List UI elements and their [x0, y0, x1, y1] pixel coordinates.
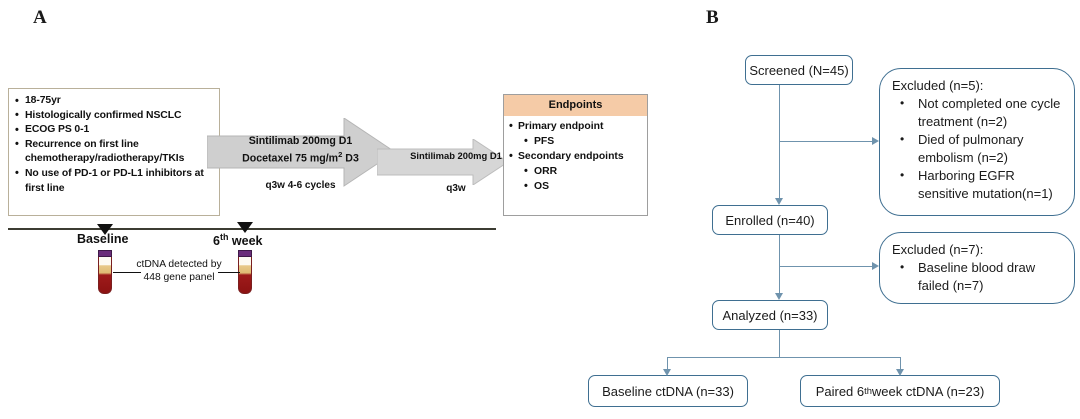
timeline-marker-week6-icon	[237, 222, 253, 233]
tube-cap	[238, 250, 252, 257]
treatment-arrow-2-sublabel: q3w	[446, 183, 466, 194]
endpoint-item: Primary endpoint	[504, 119, 647, 134]
flow-node-baseline-ctdna: Baseline ctDNA (n=33)	[588, 375, 748, 407]
week6-post: week	[228, 234, 263, 249]
ctdna-note: ctDNA detected by 448 gene panel	[128, 258, 230, 284]
arrowhead-paired-ctdna	[896, 369, 904, 376]
connector-enrolled-analyzed	[779, 235, 781, 293]
paired-pre: Paired 6	[815, 383, 865, 399]
flow-node-excluded-1: Excluded (n=5): Not completed one cycle …	[879, 68, 1075, 216]
arrowhead-excluded-1	[872, 137, 879, 145]
criteria-item: 18-75yr	[13, 94, 215, 109]
tube-cap	[98, 250, 112, 257]
connector-excluded-2	[779, 266, 872, 268]
ctdna-note-line1: ctDNA detected by	[136, 259, 222, 270]
treatment-arrow-1-label: Sintilimab 200mg D1 Docetaxel 75 mg/m2 D…	[213, 135, 388, 166]
ctdna-note-line2: 448 gene panel	[143, 272, 215, 283]
endpoint-item: Secondary endpoints	[504, 149, 647, 164]
flow-node-screened: Screened (N=45)	[745, 55, 853, 85]
connector-split-left	[667, 357, 669, 369]
week6-pre: 6	[213, 234, 220, 249]
paired-post: week ctDNA (n=23)	[871, 383, 985, 399]
excluded-1-list: Not completed one cycle treatment (n=2) …	[892, 94, 1064, 203]
flow-node-excluded-2: Excluded (n=7): Baseline blood draw fail…	[879, 232, 1075, 304]
excluded-item: Harboring EGFR sensitive mutation(n=1)	[892, 166, 1064, 203]
tube-leader-left	[113, 272, 141, 273]
criteria-item: No use of PD-1 or PD-L1 inhibitors at fi…	[13, 166, 215, 196]
treatment-arrow-2-label: Sintilimab 200mg D1	[410, 150, 502, 161]
flow-node-enrolled: Enrolled (n=40)	[712, 205, 828, 235]
arrowhead-excluded-2	[872, 262, 879, 270]
arrow1-line1: Sintilimab 200mg D1	[248, 135, 353, 147]
criteria-item: Recurrence on first line chemotherapy/ra…	[13, 137, 215, 167]
endpoints-header: Endpoints	[504, 95, 647, 116]
tube-body	[98, 257, 112, 294]
flow-node-analyzed: Analyzed (n=33)	[712, 300, 828, 330]
timeline-marker-baseline-icon	[97, 224, 113, 235]
endpoint-item: ORR	[504, 164, 647, 179]
timeline-label-baseline: Baseline	[77, 232, 129, 246]
excluded-2-list: Baseline blood draw failed (n=7)	[892, 258, 1064, 295]
connector-excluded-1	[779, 141, 872, 143]
treatment-arrow-2	[377, 139, 509, 185]
excluded-item: Not completed one cycle treatment (n=2)	[892, 94, 1064, 131]
connector-split-right	[900, 357, 902, 369]
arrow1-line2-post: D3	[342, 152, 359, 165]
excluded-item: Died of pulmonary embolism (n=2)	[892, 130, 1064, 167]
tube-body	[238, 257, 252, 294]
excluded-1-title: Excluded (n=5):	[892, 78, 984, 93]
arrowhead-enrolled	[775, 198, 783, 205]
endpoints-list: Primary endpoint PFS Secondary endpoints…	[504, 116, 647, 194]
inclusion-criteria-list: 18-75yr Histologically confirmed NSCLC E…	[13, 94, 215, 196]
excluded-item: Baseline blood draw failed (n=7)	[892, 258, 1064, 295]
endpoint-item: PFS	[504, 134, 647, 149]
inclusion-criteria-box: 18-75yr Histologically confirmed NSCLC E…	[8, 88, 220, 216]
paired-sup: th	[864, 386, 872, 396]
panel-label-a: A	[33, 7, 47, 28]
connector-analyzed-split	[779, 330, 781, 358]
arrowhead-analyzed	[775, 293, 783, 300]
blood-tube-baseline-icon	[98, 250, 112, 294]
endpoint-item: OS	[504, 179, 647, 194]
arrowhead-baseline-ctdna	[663, 369, 671, 376]
excluded-2-title: Excluded (n=7):	[892, 242, 984, 257]
tube-leader-right	[218, 272, 240, 273]
arrow1-line2-sup: 2	[338, 150, 343, 159]
criteria-item: ECOG PS 0-1	[13, 123, 215, 138]
panel-label-b: B	[706, 7, 719, 28]
treatment-arrow-1-sublabel: q3w 4-6 cycles	[265, 180, 336, 191]
timeline-label-week6: 6th week	[213, 232, 263, 248]
blood-tube-week6-icon	[238, 250, 252, 294]
arrow1-line2-pre: Docetaxel 75 mg/m	[242, 152, 339, 165]
endpoints-box: Endpoints Primary endpoint PFS Secondary…	[503, 94, 648, 216]
criteria-item: Histologically confirmed NSCLC	[13, 108, 215, 124]
connector-split-bar	[667, 357, 901, 359]
week6-sup: th	[219, 232, 229, 242]
